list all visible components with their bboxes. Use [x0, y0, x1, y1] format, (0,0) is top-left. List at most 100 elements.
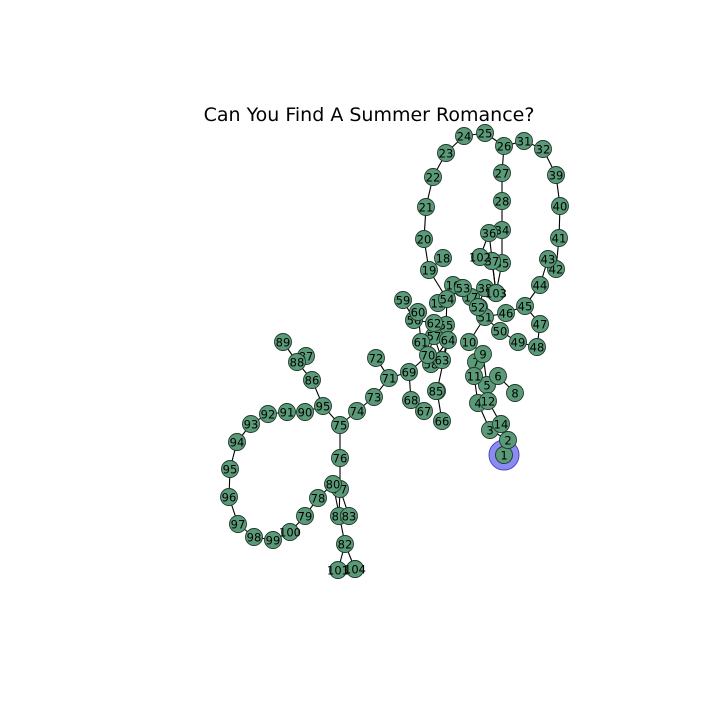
graph-node-78[interactable]: 78 [309, 489, 327, 507]
node-circle [509, 333, 527, 351]
node-circle [419, 346, 437, 364]
graph-node-62[interactable]: 62 [425, 314, 443, 332]
graph-node-21[interactable]: 21 [417, 198, 435, 216]
graph-node-14[interactable]: 14 [492, 415, 510, 433]
graph-node-6[interactable]: 6 [489, 367, 507, 385]
graph-node-64[interactable]: 64 [439, 331, 457, 349]
graph-node-1[interactable]: 1 [495, 446, 513, 464]
graph-node-80[interactable]: 80 [324, 475, 342, 493]
graph-node-85[interactable]: 85 [427, 382, 445, 400]
graph-node-36[interactable]: 36 [480, 224, 498, 242]
graph-node-18[interactable]: 18 [434, 249, 452, 267]
graph-node-97[interactable]: 97 [229, 515, 247, 533]
graph-node-20[interactable]: 20 [415, 230, 433, 248]
node-label: 95 [223, 463, 238, 477]
graph-node-72[interactable]: 72 [367, 349, 385, 367]
graph-node-69[interactable]: 69 [400, 363, 418, 381]
graph-node-8[interactable]: 8 [506, 384, 524, 402]
graph-node-75[interactable]: 75 [331, 416, 349, 434]
graph-node-52[interactable]: 52 [469, 298, 487, 316]
graph-node-23[interactable]: 23 [437, 144, 455, 162]
graph-node-46[interactable]: 46 [497, 304, 515, 322]
graph-node-25[interactable]: 25 [476, 124, 494, 142]
graph-node-45[interactable]: 45 [516, 297, 534, 315]
graph-node-59[interactable]: 59 [394, 291, 412, 309]
node-label: 76 [333, 452, 348, 466]
graph-node-95-dup[interactable]: 95 [314, 397, 332, 415]
graph-node-47[interactable]: 47 [531, 315, 549, 333]
node-circle [402, 391, 420, 409]
graph-node-12[interactable]: 12 [479, 392, 497, 410]
graph-node-63[interactable]: 63 [433, 351, 451, 369]
graph-node-54[interactable]: 54 [438, 290, 456, 308]
graph-node-101[interactable]: 101 [327, 561, 349, 579]
graph-node-71[interactable]: 71 [380, 369, 398, 387]
node-circle [438, 290, 456, 308]
graph-node-68[interactable]: 68 [402, 391, 420, 409]
node-label: 78 [311, 492, 326, 506]
node-circle [296, 403, 314, 421]
graph-node-11[interactable]: 11 [465, 367, 483, 385]
graph-node-73[interactable]: 73 [365, 388, 383, 406]
graph-node-95[interactable]: 95 [221, 460, 239, 478]
graph-node-90[interactable]: 90 [296, 403, 314, 421]
graph-node-100[interactable]: 100 [279, 523, 301, 541]
graph-node-93[interactable]: 93 [242, 415, 260, 433]
node-label: 34 [495, 224, 510, 238]
graph-node-86[interactable]: 86 [303, 371, 321, 389]
graph-node-103[interactable]: 103 [485, 284, 507, 302]
graph-node-19[interactable]: 19 [420, 261, 438, 279]
graph-node-60[interactable]: 60 [409, 303, 427, 321]
graph-node-24[interactable]: 24 [455, 127, 473, 145]
graph-node-74[interactable]: 74 [348, 402, 366, 420]
node-circle [420, 261, 438, 279]
graph-node-83[interactable]: 83 [340, 507, 358, 525]
graph-node-10[interactable]: 10 [460, 333, 478, 351]
graph-node-99[interactable]: 99 [264, 531, 282, 549]
graph-node-9[interactable]: 9 [474, 345, 492, 363]
graph-node-91[interactable]: 91 [278, 403, 296, 421]
graph-node-79[interactable]: 79 [296, 507, 314, 525]
graph-node-96[interactable]: 96 [220, 488, 238, 506]
node-circle [409, 303, 427, 321]
graph-node-50[interactable]: 50 [491, 322, 509, 340]
node-label: 71 [382, 372, 397, 386]
graph-node-66[interactable]: 66 [433, 412, 451, 430]
graph-node-92[interactable]: 92 [259, 405, 277, 423]
node-circle [427, 382, 445, 400]
graph-node-53[interactable]: 53 [454, 279, 472, 297]
graph-node-49[interactable]: 49 [509, 333, 527, 351]
graph-node-40[interactable]: 40 [551, 197, 569, 215]
graph-node-27[interactable]: 27 [493, 164, 511, 182]
graph-node-89[interactable]: 89 [274, 333, 292, 351]
graph-node-76[interactable]: 76 [331, 449, 349, 467]
graph-node-2[interactable]: 2 [499, 431, 517, 449]
graph-node-44[interactable]: 44 [531, 276, 549, 294]
node-label: 91 [280, 406, 295, 420]
graph-node-94[interactable]: 94 [228, 433, 246, 451]
node-label: 94 [230, 436, 245, 450]
graph-node-88[interactable]: 88 [288, 353, 306, 371]
node-label: 57 [427, 330, 442, 344]
graph-node-26[interactable]: 26 [495, 137, 513, 155]
graph-node-31[interactable]: 31 [515, 132, 533, 150]
graph-node-43[interactable]: 43 [539, 250, 557, 268]
graph-node-28[interactable]: 28 [493, 192, 511, 210]
graph-node-98[interactable]: 98 [245, 528, 263, 546]
graph-node-82[interactable]: 82 [336, 535, 354, 553]
node-label: 54 [440, 293, 455, 307]
node-label: 97 [231, 518, 246, 532]
node-label: 53 [456, 282, 471, 296]
node-circle [487, 284, 505, 302]
graph-node-102[interactable]: 102 [469, 248, 491, 266]
graph-node-70[interactable]: 70 [419, 346, 437, 364]
graph-node-67[interactable]: 67 [415, 402, 433, 420]
node-label: 62 [427, 317, 442, 331]
graph-node-22[interactable]: 22 [424, 168, 442, 186]
graph-node-32[interactable]: 32 [534, 140, 552, 158]
graph-node-39[interactable]: 39 [547, 166, 565, 184]
node-label: 49 [511, 336, 526, 350]
graph-node-48[interactable]: 48 [528, 338, 546, 356]
graph-node-41[interactable]: 41 [550, 229, 568, 247]
graph-node-104[interactable]: 104 [344, 560, 366, 578]
